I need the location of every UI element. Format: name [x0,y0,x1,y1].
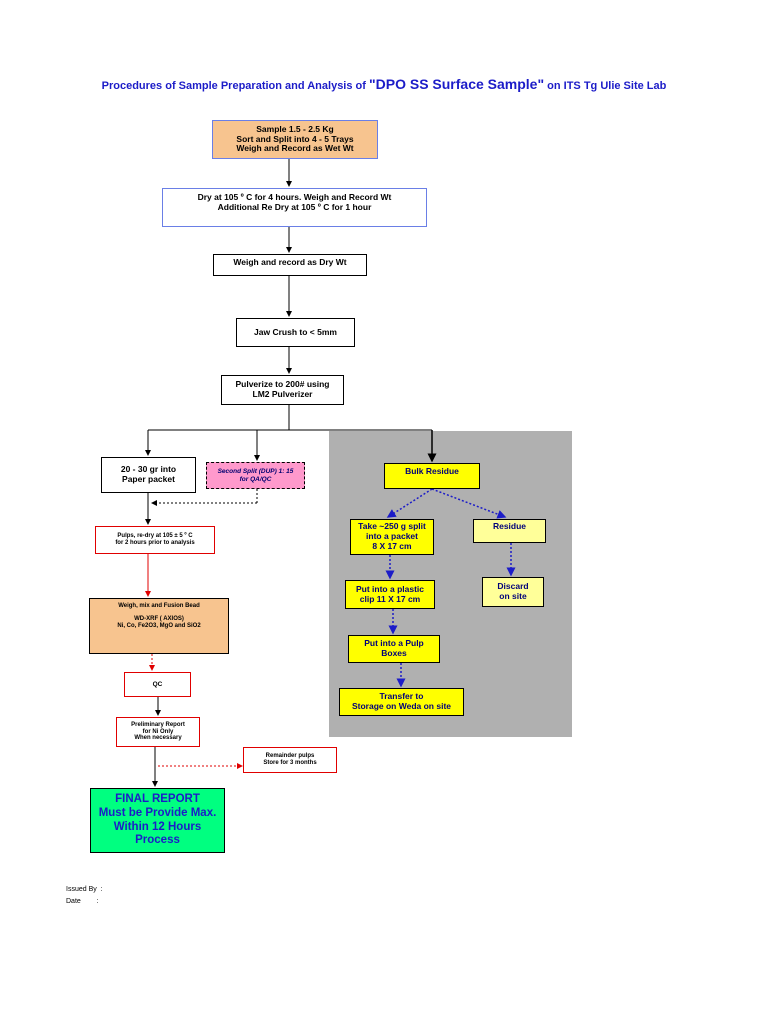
plastic-clip-box: Put into a plastic clip 11 X 17 cm [345,580,435,609]
pulverize-line: LM2 Pulverizer [252,389,313,399]
issued-by-label: Issued By : [66,886,103,893]
take-split-line: into a packet [366,531,418,542]
transfer-line: Storage on Weda on site [351,701,452,711]
qc-line: QC [152,680,163,688]
dry-line: Dry at 105 º C for 4 hours. Weigh and Re… [197,192,392,202]
pulps-redry-line: for 2 hours prior to analysis [115,540,195,546]
pulp-boxes-line: Boxes [381,648,407,658]
transfer-box: Transfer to Storage on Weda on site [339,688,464,716]
pulverize-box: Pulverize to 200# using LM2 Pulverizer [221,375,344,405]
remainder-line: Remainder pulps [265,753,315,760]
discard-line: on site [499,591,527,601]
transfer-line: Transfer to [379,691,424,702]
plastic-clip-line: Put into a plastic [355,583,424,594]
paper-packet-line: 20 - 30 gr into [120,464,177,475]
final-report-line: Must be Provide Max. [98,806,217,819]
jaw-crush-box: Jaw Crush to < 5mm [236,318,355,347]
remainder-line: Store for 3 months [263,760,317,766]
pulps-redry-line: Pulps, re-dry at 105 ± 5 º C [117,533,193,540]
weigh-dry-line: Weigh and record as Dry Wt [233,257,347,267]
second-split-box: Second Split (DUP) 1: 15 for QA/QC [206,462,305,489]
bulk-residue-box: Bulk Residue [384,463,480,489]
preliminary-line: for Ni Only [142,728,174,735]
fusion-bead-line3: Ni, Co, Fe2O3, MgO and SiO2 [117,622,201,629]
preliminary-line: Preliminary Report [131,721,185,728]
bulk-residue-line: Bulk Residue [405,466,459,476]
residue-box: Residue [473,519,546,543]
page-title: Procedures of Sample Preparation and Ana… [0,76,768,92]
weigh-dry-box: Weigh and record as Dry Wt [213,254,367,276]
plastic-clip-line: clip 11 X 17 cm [359,593,421,604]
dry-box: Dry at 105 º C for 4 hours. Weigh and Re… [162,188,427,227]
residue-line: Residue [492,521,527,531]
sample-line: Sample 1.5 - 2.5 Kg [256,123,334,134]
date-label: Date : [66,898,99,905]
pulp-boxes-line: Put into a Pulp [364,638,424,649]
title-prefix: Procedures of Sample Preparation and Ana… [101,80,369,92]
remainder-box: Remainder pulps Store for 3 months [243,747,337,773]
fusion-bead-box: Weigh, mix and Fusion Bead WD-XRF ( AXIO… [89,598,229,654]
pulps-redry-box: Pulps, re-dry at 105 ± 5 º C for 2 hours… [95,526,215,554]
sample-line: Weigh and Record as Wet Wt [236,143,354,154]
final-report-box: FINAL REPORT Must be Provide Max. Within… [90,788,225,853]
fusion-bead-line2: WD-XRF ( AXIOS) [134,615,184,622]
discard-line: Discard [497,581,529,592]
jaw-crush-line: Jaw Crush to < 5mm [254,326,337,337]
sample-line: Sort and Split into 4 - 5 Trays [236,133,354,144]
sample-box: Sample 1.5 - 2.5 Kg Sort and Split into … [212,120,378,159]
fusion-bead-line1: Weigh, mix and Fusion Bead [118,603,200,609]
pulverize-line: Pulverize to 200# using [235,379,330,390]
take-split-line: 8 X 17 cm [372,540,412,551]
qc-box: QC [124,672,191,697]
second-split-line: for QA/QC [239,475,272,483]
final-report-line: Process [135,834,180,847]
second-split-line: Second Split (DUP) 1: 15 [217,468,294,476]
final-report-line: Within 12 Hours [113,820,202,833]
preliminary-box: Preliminary Report for Ni Only When nece… [116,717,200,747]
take-split-box: Take ~250 g split into a packet 8 X 17 c… [350,519,434,555]
title-highlight: "DPO SS Surface Sample" [368,76,545,92]
dry-line: Additional Re Dry at 105 º C for 1 hour [217,201,372,212]
preliminary-line: When necessary [134,735,182,742]
take-split-line: Take ~250 g split [358,521,426,532]
paper-packet-box: 20 - 30 gr into Paper packet [101,457,196,493]
final-report-line: FINAL REPORT [115,792,200,805]
discard-box: Discard on site [482,577,544,607]
title-suffix: on ITS Tg Ulie Site Lab [544,80,667,92]
paper-packet-line: Paper packet [122,474,175,484]
pulp-boxes-box: Put into a Pulp Boxes [348,635,440,663]
